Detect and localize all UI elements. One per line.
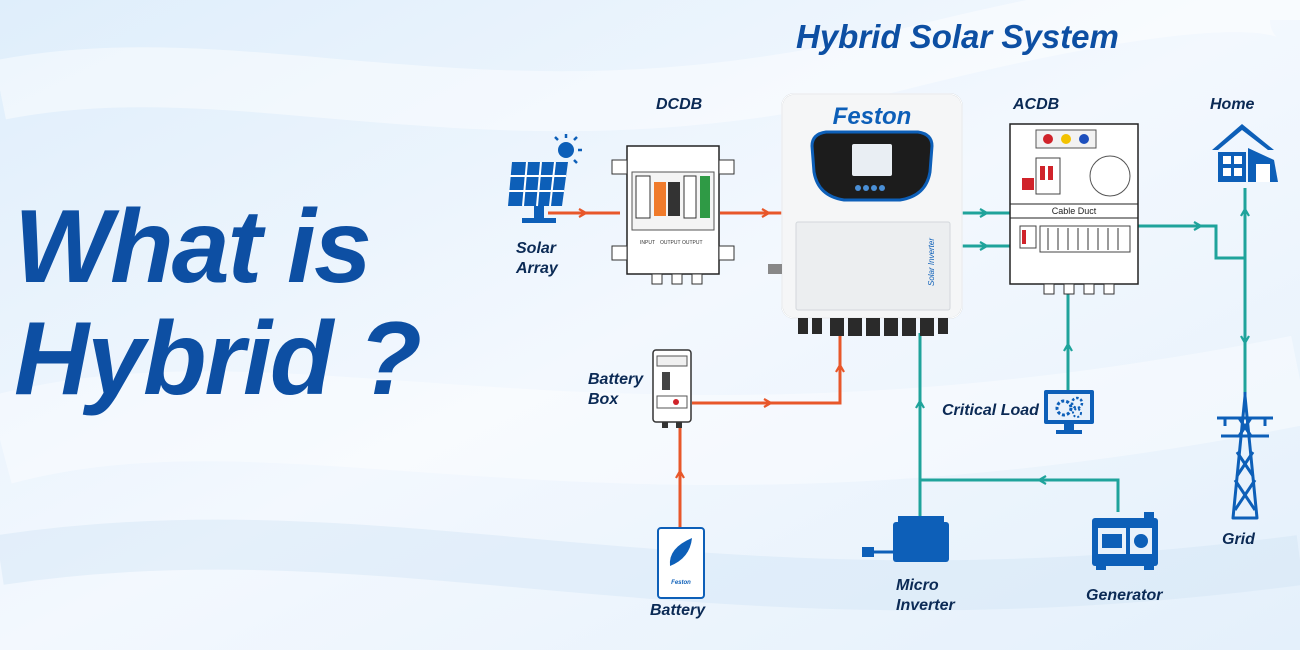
battery-brand: Feston <box>671 580 691 586</box>
batterybox-to-inverter-line <box>692 333 842 405</box>
generator-label: Generator <box>1086 587 1163 604</box>
diagram-title: Hybrid Solar System <box>796 18 1119 55</box>
acdb-box: Cable Duct <box>1009 123 1139 295</box>
critical-load-label: Critical Load <box>942 402 1039 419</box>
dcdb-input-label: INPUT <box>640 240 655 246</box>
battery-box-label-line-2: Box <box>588 391 619 408</box>
solar-panel-icon <box>508 134 582 223</box>
battery-icon: Feston <box>657 527 705 599</box>
solar-array-label-line-2: Array <box>516 260 558 277</box>
dcdb-box: INPUT OUTPUT OUTPUT <box>611 145 735 285</box>
micro-inverter-icon <box>862 516 949 562</box>
transmission-tower-icon <box>1217 392 1273 520</box>
acdb-to-grid-line <box>1138 224 1247 395</box>
hybrid-inverter: Feston Solar Inverter <box>768 93 963 336</box>
dcdb-output-label-1: OUTPUT <box>660 240 681 246</box>
solar-array-label-line-1: Solar <box>516 240 557 257</box>
acdb-cable-duct-label: Cable Duct <box>1052 206 1097 216</box>
dcdb-label: DCDB <box>656 96 703 113</box>
monitor-gears-icon <box>1044 390 1094 434</box>
battery-box <box>652 349 692 428</box>
headline-line-1: What is <box>14 189 372 305</box>
dc-connections <box>548 213 840 528</box>
inverter-side-label: Solar Inverter <box>927 238 936 286</box>
battery-label: Battery <box>650 602 706 619</box>
ac-connections <box>920 188 1245 518</box>
dcdb-output-label-2: OUTPUT <box>682 240 703 246</box>
inverter-brand: Feston <box>833 103 912 130</box>
grid-label: Grid <box>1222 531 1255 548</box>
house-icon <box>1212 124 1278 182</box>
headline-line-2: Hybrid ? <box>14 301 422 417</box>
acdb-label: ACDB <box>1013 96 1060 113</box>
inverter-screen <box>852 144 892 176</box>
micro-inverter-label-line-2: Inverter <box>896 597 955 614</box>
home-label: Home <box>1210 96 1255 113</box>
battery-box-label-line-1: Battery <box>588 371 644 388</box>
generator-icon <box>1092 512 1158 570</box>
micro-inverter-label-line-1: Micro <box>896 577 939 594</box>
